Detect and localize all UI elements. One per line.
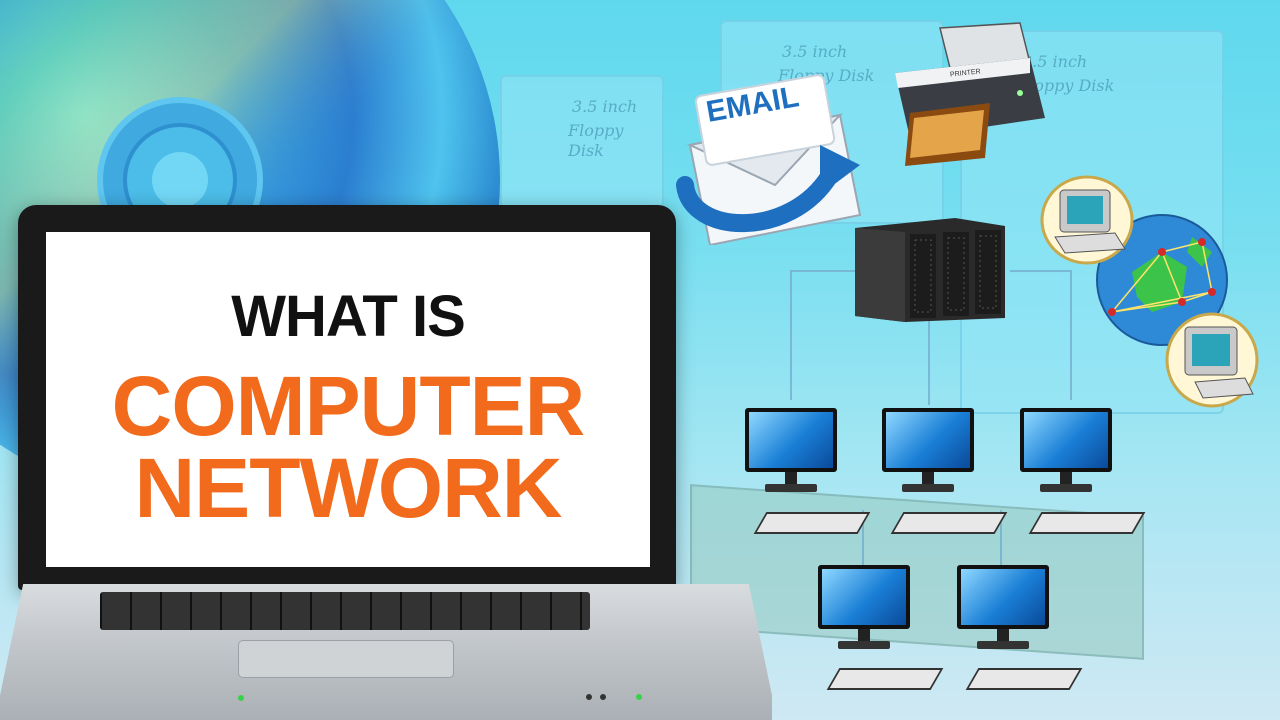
floppy-disk-background: 3.5 inch Floppy Disk bbox=[500, 75, 664, 229]
globe-network-icon bbox=[1096, 214, 1228, 346]
retro-computer-icon bbox=[1040, 175, 1134, 265]
keyboard-icon bbox=[753, 512, 871, 534]
network-line bbox=[790, 270, 792, 400]
floppy-label-line1: 3.5 inch bbox=[572, 97, 638, 116]
desktop-monitor-icon bbox=[882, 408, 974, 498]
floppy-label-line2: Floppy Disk bbox=[1018, 76, 1115, 95]
keyboard-icon bbox=[826, 668, 944, 690]
desktop-monitor-icon bbox=[1020, 408, 1112, 498]
indicator-led bbox=[586, 694, 592, 700]
network-line bbox=[1000, 510, 1002, 570]
network-line bbox=[928, 320, 930, 405]
floppy-label-line1: 3.5 inch bbox=[1022, 52, 1088, 71]
laptop-trackpad bbox=[238, 640, 454, 678]
network-line bbox=[1010, 270, 1070, 272]
email-envelope-icon bbox=[676, 74, 862, 245]
indicator-led bbox=[600, 694, 606, 700]
power-led bbox=[238, 695, 244, 701]
laptop-screen bbox=[46, 232, 650, 567]
network-line bbox=[1070, 270, 1072, 400]
network-line bbox=[790, 270, 858, 272]
headline-what-is: WHAT IS bbox=[231, 284, 466, 349]
headline-network: NETWORK bbox=[134, 441, 563, 535]
floppy-label-line2: Floppy Disk bbox=[568, 121, 624, 160]
network-line bbox=[862, 510, 864, 570]
headline-computer: COMPUTER bbox=[111, 359, 586, 453]
retro-computer-icon bbox=[1165, 312, 1259, 408]
desktop-monitor-icon bbox=[745, 408, 837, 498]
laptop-keyboard bbox=[100, 592, 590, 630]
keyboard-icon bbox=[890, 512, 1008, 534]
printer-icon bbox=[895, 22, 1045, 166]
indicator-led bbox=[636, 694, 642, 700]
keyboard-icon bbox=[965, 668, 1083, 690]
desktop-monitor-icon bbox=[957, 565, 1049, 655]
desktop-monitor-icon bbox=[818, 565, 910, 655]
keyboard-icon bbox=[1028, 512, 1146, 534]
server-icon bbox=[855, 218, 1005, 322]
floppy-label-line1: 3.5 inch bbox=[782, 42, 848, 61]
